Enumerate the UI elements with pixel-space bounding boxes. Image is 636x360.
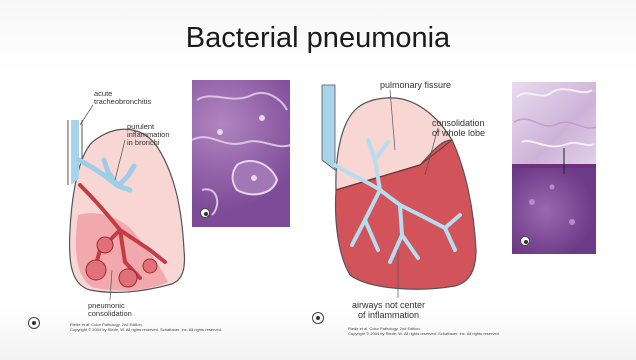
right-micrograph	[512, 82, 596, 254]
label-airways-not-center: airways not center of inflammation	[352, 300, 425, 320]
right-diagram-marker	[312, 312, 324, 324]
label-consolidation-whole-lobe: consolidation of whole lobe	[432, 118, 485, 138]
right-credit: Riede et al. Color Pathology, 2nd Editio…	[348, 326, 500, 336]
label-pulmonary-fissure: pulmonary fissure	[380, 80, 451, 90]
right-micrograph-marker	[520, 236, 530, 246]
right-micrograph-texture	[512, 82, 596, 254]
